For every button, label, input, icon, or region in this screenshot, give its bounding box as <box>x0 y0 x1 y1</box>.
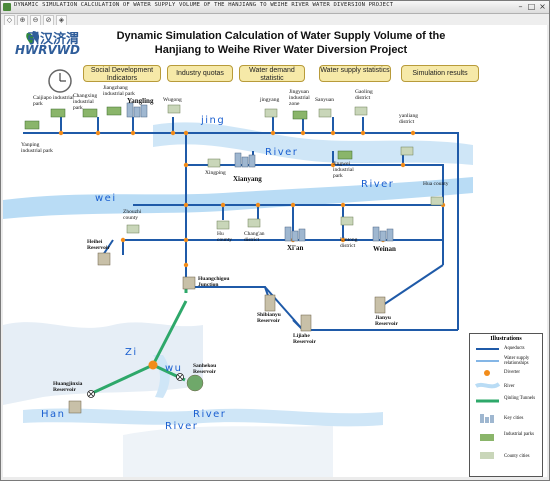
page-title-line-1: Dynamic Simulation Calculation of Water … <box>116 30 446 42</box>
label-hu-county[interactable]: Hu county <box>217 231 232 243</box>
jing-river-label-2: River <box>265 147 299 158</box>
industrial-park-icon <box>24 106 353 160</box>
simulation-results-button[interactable]: Simulation results <box>401 65 479 82</box>
clock-icon <box>48 69 72 93</box>
legend-title: Illustrations <box>490 336 522 342</box>
han-river-label-2: River <box>193 409 227 420</box>
label-weinan[interactable]: Weinan <box>373 245 396 253</box>
wei-river-label: wei <box>95 193 117 204</box>
label-xian[interactable]: Xi'an <box>287 244 304 252</box>
label-xianyang[interactable]: Xianyang <box>233 175 262 183</box>
label-jingwei[interactable]: Jingwei industrial park <box>333 161 354 179</box>
logo-icon <box>26 31 40 45</box>
simulation-canvas[interactable]: 引汉济渭 HWRVWD Dynamic Simulation Calculati… <box>3 25 547 477</box>
legend-aqueduct: Aqueducts <box>504 346 525 351</box>
logo-chinese-text: 引汉济渭 <box>27 32 80 47</box>
window-title: DYNAMIC SIMULATION CALCULATION OF WATER … <box>14 2 394 8</box>
label-heihe[interactable]: Heihei Reservoir <box>87 239 110 251</box>
legend-cities: Key cities <box>504 416 524 421</box>
wu-river-label: wu <box>165 363 183 374</box>
label-sanyuan[interactable]: Sanyuan <box>315 97 334 103</box>
title-bar[interactable]: DYNAMIC SIMULATION CALCULATION OF WATER … <box>1 1 549 14</box>
reservoir-icon <box>68 252 386 414</box>
wei-river-band <box>3 177 473 219</box>
legend-river: River <box>504 384 515 389</box>
han-river-label-3: River <box>165 421 199 432</box>
close-button[interactable]: × <box>539 2 546 11</box>
page-title: Dynamic Simulation Calculation of Water … <box>111 29 451 57</box>
legend-supply: Water supply relationships <box>504 356 530 366</box>
label-wugong[interactable]: Wugong <box>163 97 182 103</box>
label-yanliang[interactable]: yanliang district <box>399 113 418 125</box>
han-river-band <box>23 408 383 427</box>
label-xingping[interactable]: Xingping <box>205 170 226 176</box>
southern-mountains <box>123 425 333 477</box>
legend-parks: Industrial parks <box>504 432 534 437</box>
page-title-line-2: Hanjiang to Weihe River Water Diversion … <box>154 44 408 56</box>
label-zhouzhi[interactable]: Zhouzhi county <box>123 209 142 221</box>
toolbar: ◇ ⊕ ⊖ ⊘ ◈ <box>1 14 549 26</box>
qinling-mountains <box>3 322 203 405</box>
legend-tunnel: Qinling Tunnels <box>504 396 536 401</box>
label-sanhekou[interactable]: Sanhekou Reservoir <box>193 363 217 375</box>
app-icon <box>3 3 11 11</box>
label-jiangzhang[interactable]: Jiangzhang industrial park <box>103 85 135 97</box>
label-huangchigou[interactable]: Huangchigou Junction <box>198 276 230 288</box>
map-diagram <box>3 31 473 477</box>
water-supply-button[interactable]: Water supply statistics <box>319 65 391 82</box>
legend-panel: Illustrations Aqueducts Water supply rel… <box>469 333 543 477</box>
ziwu-river <box>153 355 170 398</box>
label-jingyang[interactable]: jingyang <box>260 97 280 103</box>
industry-quotas-button[interactable]: Industry quotas <box>167 65 233 82</box>
label-yanping[interactable]: Yanping industrial park <box>21 142 53 154</box>
water-demand-button[interactable]: Water demand statistic <box>239 65 305 82</box>
han-river-label: Han <box>41 409 66 420</box>
label-jingyuan[interactable]: Jingyuan industrial zone <box>289 89 310 107</box>
label-changxing[interactable]: Changxing industrial park <box>73 93 98 111</box>
legend-symbols <box>475 348 501 459</box>
wei-river-label-2: River <box>361 179 395 190</box>
aqueduct-network <box>23 117 459 331</box>
label-caijiapo[interactable]: Caijiapo industrial park <box>33 95 74 107</box>
label-lijiahe[interactable]: Lijiahe Reservoir <box>293 333 316 345</box>
label-lintong[interactable]: Lintong district <box>340 237 358 249</box>
jing-river-label: jing <box>201 115 226 126</box>
county-city-icon <box>126 104 444 234</box>
valve-icons <box>87 373 184 398</box>
maximize-button[interactable]: □ <box>527 2 536 11</box>
site-icons <box>24 102 444 414</box>
label-changan[interactable]: Chang'an district <box>244 231 265 243</box>
label-gaoling[interactable]: Gaoling district <box>355 89 373 101</box>
label-yangling[interactable]: Yangling <box>127 97 154 105</box>
label-jianyu[interactable]: Jianyu Reservoir <box>375 315 398 327</box>
legend-county: County cities <box>504 454 530 459</box>
label-huangjinxia[interactable]: Huangjinxia Reservoir <box>53 381 83 393</box>
zi-river-label: Zi <box>125 347 138 358</box>
legend-diverter: Diverter <box>504 370 520 375</box>
minimize-button[interactable]: – <box>518 2 523 11</box>
logo-english-text: HWRVWD <box>15 43 81 57</box>
key-city-icon <box>126 102 394 242</box>
label-shibianyu[interactable]: Shibianyu Reservoir <box>257 312 281 324</box>
label-hua-county[interactable]: Hua county <box>423 181 449 187</box>
social-indicators-button[interactable]: Social Development Indicators <box>83 65 161 82</box>
